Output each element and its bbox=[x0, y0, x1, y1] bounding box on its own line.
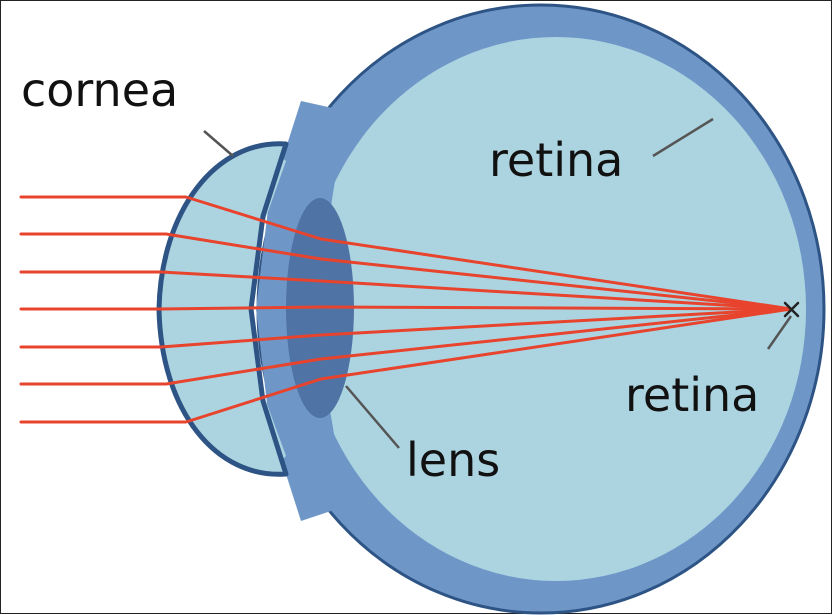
retina-focus-leader bbox=[766, 315, 793, 350]
light-ray bbox=[19, 195, 793, 311]
light-ray bbox=[19, 305, 793, 311]
lens-label: lens bbox=[406, 433, 500, 487]
light-ray bbox=[19, 307, 793, 386]
retina-top-label: retina bbox=[489, 133, 623, 187]
light-ray bbox=[19, 307, 793, 424]
light-ray bbox=[19, 307, 793, 349]
lens-leader bbox=[345, 385, 400, 449]
light-rays bbox=[19, 195, 793, 424]
leader-lines bbox=[203, 117, 793, 449]
retina-focus-label: retina bbox=[625, 368, 759, 422]
cornea-label: cornea bbox=[21, 63, 178, 117]
cornea-leader bbox=[203, 130, 234, 157]
retina-top-leader bbox=[652, 117, 714, 158]
light-ray bbox=[19, 232, 793, 311]
x-mark-icon bbox=[783, 301, 800, 318]
light-ray bbox=[19, 270, 793, 311]
